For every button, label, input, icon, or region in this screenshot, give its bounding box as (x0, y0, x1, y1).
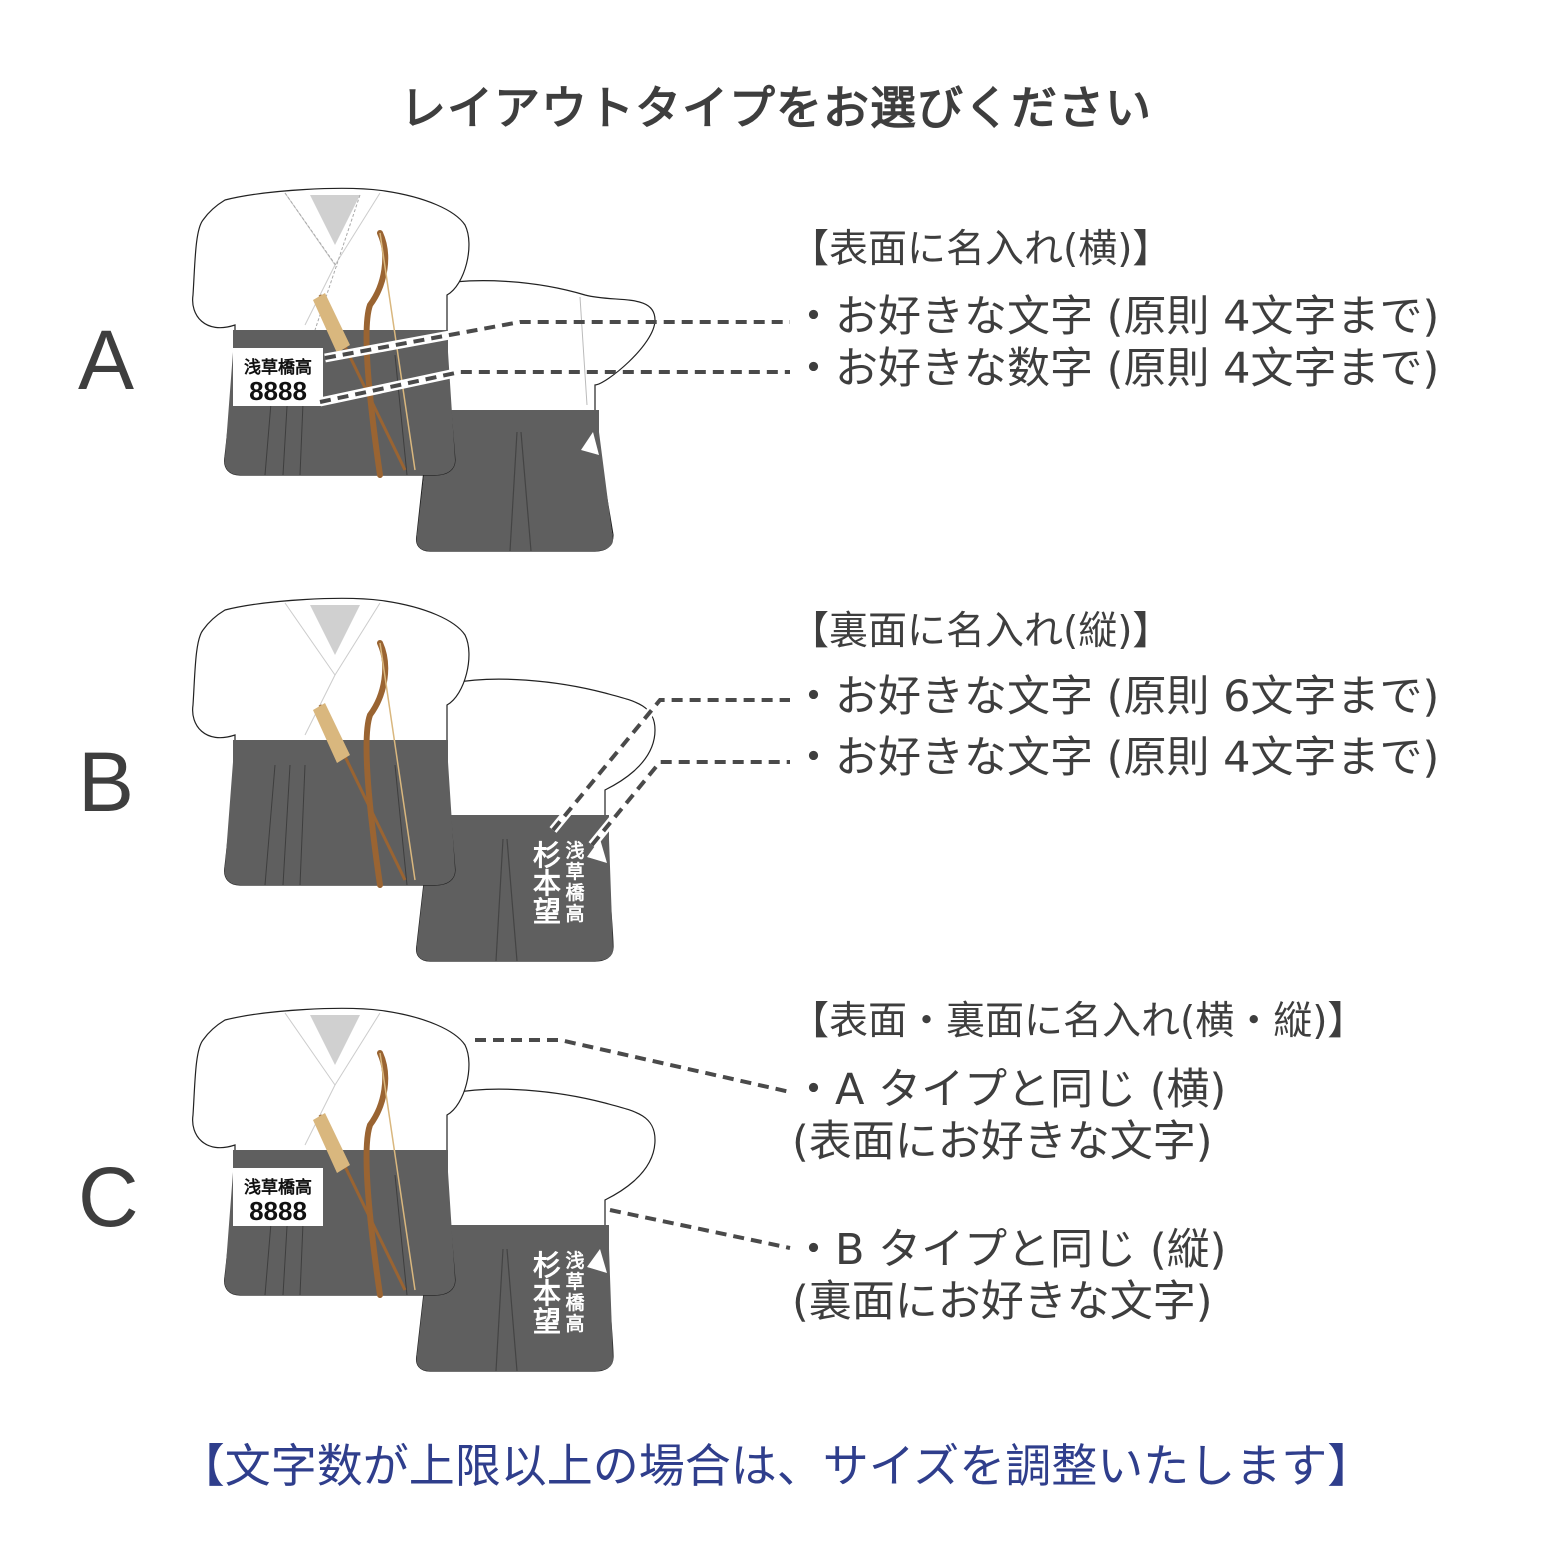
svg-text:高: 高 (565, 902, 584, 925)
option-a-illustration[interactable]: 浅草橋高 8888 (185, 185, 660, 555)
front-bib: 浅草橋高 8888 (233, 1168, 323, 1226)
option-c-illustration[interactable]: 杉 本 望 浅 草 橋 高 浅草橋高 8888 (185, 1005, 660, 1375)
bib-number: 8888 (249, 376, 307, 406)
back-name-print: 杉 本 望 浅 草 橋 高 (533, 839, 586, 928)
svg-text:杉: 杉 (533, 839, 561, 872)
svg-text:杉: 杉 (533, 1249, 561, 1282)
svg-text:橋: 橋 (565, 881, 585, 904)
option-b-line-2: ・お好きな文字 (原則 4文字まで) (792, 733, 1440, 783)
option-a-line-1: ・お好きな文字 (原則 4文字まで) (792, 292, 1440, 342)
svg-text:高: 高 (565, 1312, 584, 1335)
svg-text:草: 草 (565, 860, 584, 883)
option-b-line-1: ・お好きな文字 (原則 6文字まで) (792, 672, 1440, 722)
svg-text:望: 望 (533, 895, 561, 928)
front-bib: 浅草橋高 8888 (233, 348, 323, 406)
svg-text:本: 本 (533, 1277, 561, 1310)
option-c-line-2: (表面にお好きな文字) (792, 1117, 1213, 1167)
option-c-line-4: (裏面にお好きな文字) (792, 1277, 1213, 1327)
option-c-letter: C (78, 1150, 139, 1244)
option-b-letter: B (78, 735, 135, 829)
option-c-heading: 【表面・裏面に名入れ(横・縦)】 (790, 999, 1367, 1044)
svg-text:浅: 浅 (565, 839, 584, 862)
option-a-line-2: ・お好きな数字 (原則 4文字まで) (792, 344, 1440, 394)
svg-text:本: 本 (533, 867, 561, 900)
back-garment (415, 280, 656, 552)
option-a-letter: A (78, 313, 135, 407)
footer-note: 【文字数が上限以上の場合は、サイズを調整いたします】 (178, 1439, 1374, 1493)
svg-text:望: 望 (533, 1305, 561, 1338)
svg-text:浅: 浅 (565, 1249, 584, 1272)
front-garment (192, 1007, 470, 1298)
option-c-line-3: ・B タイプと同じ (縦) (792, 1225, 1227, 1275)
option-b-illustration[interactable]: 杉 本 望 浅 草 橋 高 (185, 595, 660, 965)
back-name-print: 杉 本 望 浅 草 橋 高 (533, 1249, 586, 1338)
back-garment: 杉 本 望 浅 草 橋 高 (415, 1088, 656, 1372)
svg-text:浅草橋高: 浅草橋高 (244, 1177, 312, 1198)
bib-school: 浅草橋高 (244, 357, 312, 378)
option-a-heading: 【表面に名入れ(横)】 (790, 227, 1172, 272)
svg-text:橋: 橋 (565, 1291, 585, 1314)
svg-text:8888: 8888 (249, 1196, 307, 1226)
option-b-heading: 【裏面に名入れ(縦)】 (790, 609, 1172, 654)
option-c-line-1: ・A タイプと同じ (横) (792, 1065, 1227, 1115)
page-title: レイアウトタイプをお選びください (400, 81, 1152, 135)
front-garment (192, 597, 470, 888)
svg-text:草: 草 (565, 1270, 584, 1293)
